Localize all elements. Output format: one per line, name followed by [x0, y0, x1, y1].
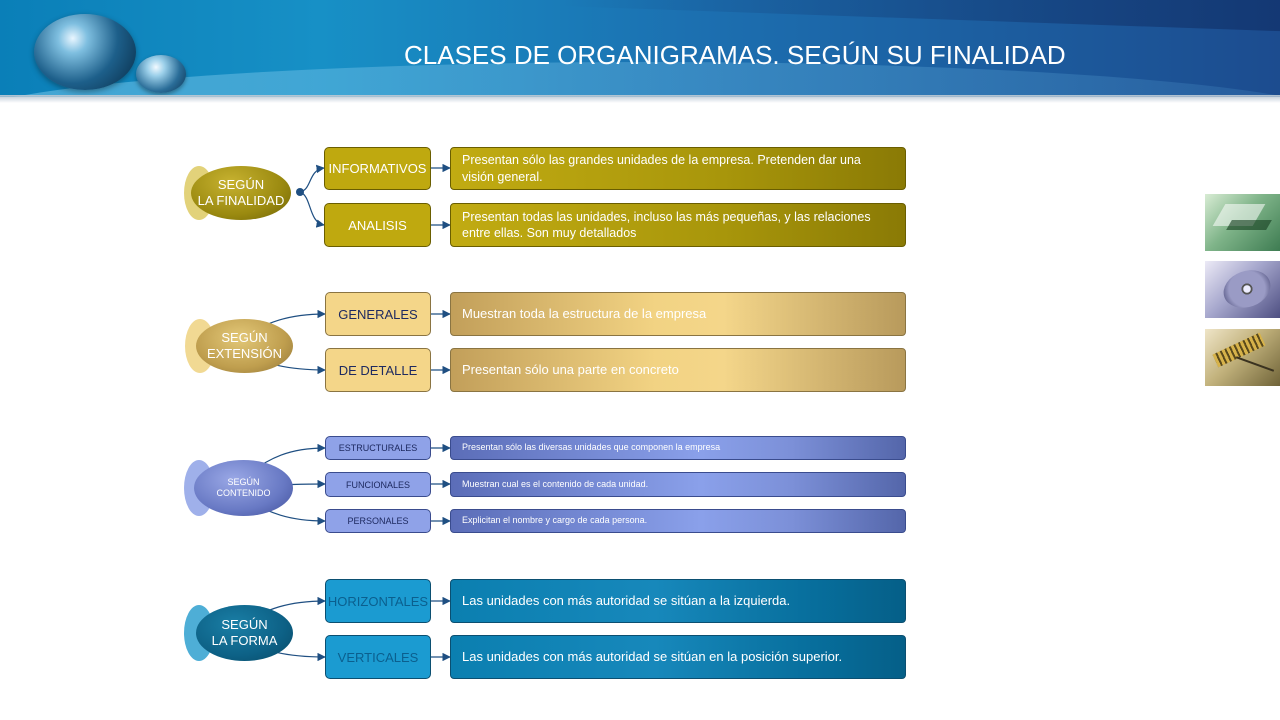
node-informativos: INFORMATIVOS	[324, 147, 431, 190]
root-label: SEGÚN LA FORMA	[211, 616, 278, 648]
description-text: Presentan sólo una parte en concreto	[462, 361, 679, 377]
root-node-extension: SEGÚN EXTENSIÓN	[196, 319, 293, 373]
node-label: FUNCIONALES	[345, 479, 410, 490]
description-analisis: Presentan todas las unidades, incluso la…	[450, 203, 906, 247]
circuit-board-photo	[1205, 329, 1280, 386]
connector-node	[296, 188, 304, 196]
cd-disc-photo	[1205, 261, 1280, 318]
page-title: CLASES DE ORGANIGRAMAS. SEGÚN SU FINALID…	[404, 40, 1066, 70]
description-text: Muestran toda la estructura de la empres…	[462, 305, 707, 321]
description-estructurales: Presentan sólo las diversas unidades que…	[450, 436, 906, 460]
description-horizontales: Las unidades con más autoridad se sitúan…	[450, 579, 906, 623]
connector-informativos	[299, 164, 325, 193]
node-estructurales: ESTRUCTURALES	[325, 436, 431, 460]
node-horizontales: HORIZONTALES	[325, 579, 431, 623]
node-label: ESTRUCTURALES	[338, 443, 418, 453]
description-text: Las unidades con más autoridad se sitúan…	[462, 648, 843, 664]
description-funcionales: Muestran cual es el contenido de cada un…	[450, 472, 906, 497]
description-text: Presentan sólo las diversas unidades que…	[462, 442, 721, 453]
glass-bubble-icon	[136, 55, 186, 93]
node-analisis: ANALISIS	[324, 203, 431, 247]
root-node-contenido: SEGÚN CONTENIDO	[194, 460, 293, 516]
node-label: HORIZONTALES	[327, 593, 429, 609]
root-node-forma: SEGÚN LA FORMA	[196, 605, 293, 661]
abstract-green-photo	[1205, 194, 1280, 251]
node-label: PERSONALES	[347, 516, 409, 526]
description-text: Explicitan el nombre y cargo de cada per…	[462, 515, 648, 526]
node-label: GENERALES	[338, 306, 418, 322]
root-label: SEGÚN LA FINALIDAD	[197, 176, 285, 208]
node-verticales: VERTICALES	[325, 635, 431, 679]
description-personales: Explicitan el nombre y cargo de cada per…	[450, 509, 906, 533]
root-label: SEGÚN CONTENIDO	[216, 476, 271, 498]
description-text: Presentan todas las unidades, incluso la…	[462, 209, 871, 240]
node-label: INFORMATIVOS	[328, 161, 427, 176]
node-label: DE DETALLE	[338, 362, 418, 378]
description-verticales: Las unidades con más autoridad se sitúan…	[450, 635, 906, 679]
description-generales: Muestran toda la estructura de la empres…	[450, 292, 906, 336]
node-generales: GENERALES	[325, 292, 431, 336]
connector-analisis	[299, 191, 325, 228]
title-banner: CLASES DE ORGANIGRAMAS. SEGÚN SU FINALID…	[0, 0, 1280, 97]
description-de-detalle: Presentan sólo una parte en concreto	[450, 348, 906, 392]
node-de-detalle: DE DETALLE	[325, 348, 431, 392]
root-label: SEGÚN EXTENSIÓN	[206, 329, 283, 361]
description-informativos: Presentan sólo las grandes unidades de l…	[450, 147, 906, 190]
node-funcionales: FUNCIONALES	[325, 472, 431, 497]
description-text: Presentan sólo las grandes unidades de l…	[462, 153, 861, 184]
banner-stripe	[559, 0, 1280, 34]
banner-shadow	[0, 95, 1280, 103]
description-text: Las unidades con más autoridad se sitúan…	[462, 592, 791, 608]
root-node-finalidad: SEGÚN LA FINALIDAD	[191, 166, 291, 220]
description-text: Muestran cual es el contenido de cada un…	[462, 478, 649, 489]
node-label: ANALISIS	[348, 217, 407, 233]
node-label: VERTICALES	[337, 649, 419, 665]
node-personales: PERSONALES	[325, 509, 431, 533]
glass-bubble-icon	[34, 14, 136, 90]
